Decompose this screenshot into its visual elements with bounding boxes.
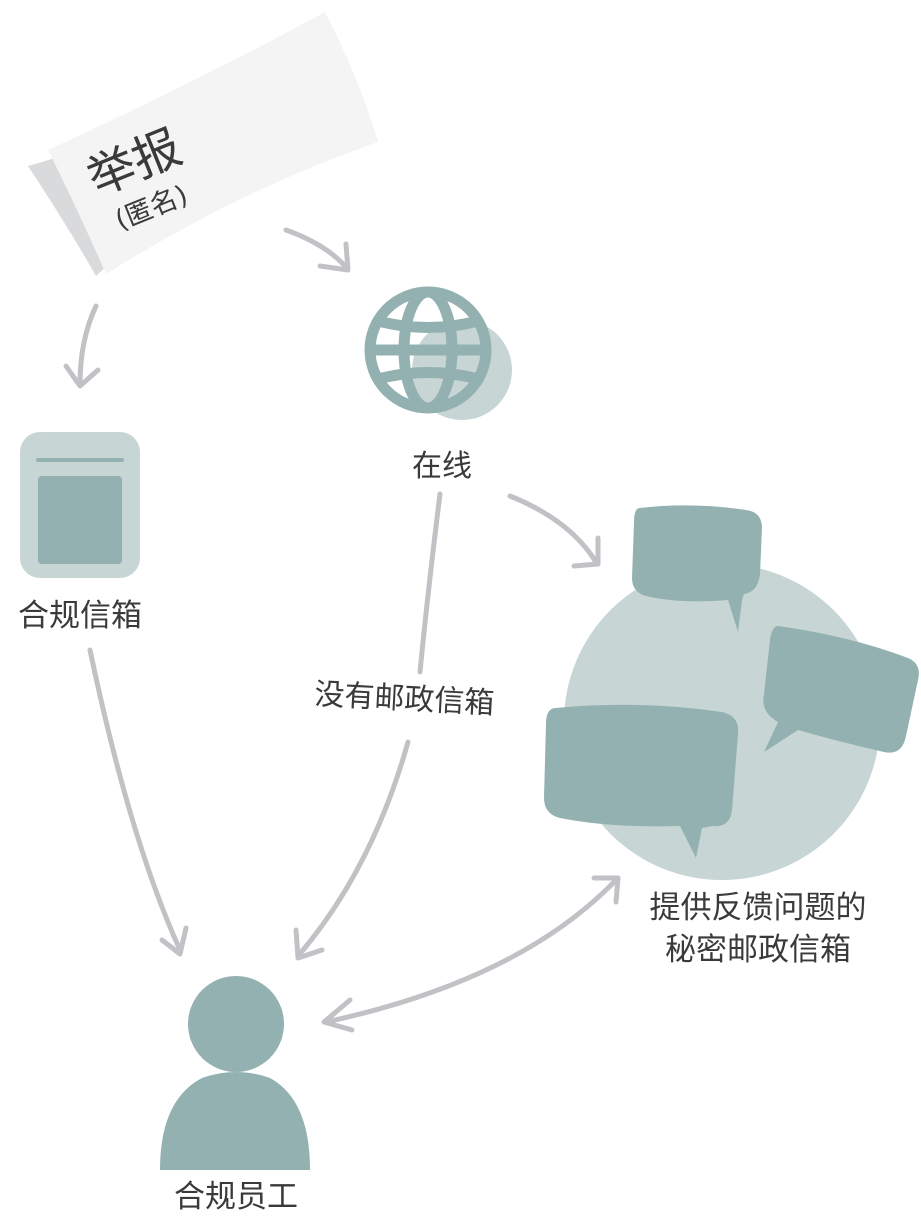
online-node: 在线 xyxy=(364,286,512,484)
arrow-secret-staff-bidirectional xyxy=(323,877,619,1025)
no-postal-label: 没有邮政信箱 xyxy=(314,677,496,721)
report-note-paper xyxy=(48,12,378,274)
arrowhead xyxy=(321,997,355,1033)
compliance-staff-node: 合规员工 xyxy=(160,976,310,1215)
globe-icon xyxy=(364,286,492,414)
arrow-report-to-mailbox xyxy=(77,303,99,387)
arrowhead xyxy=(63,363,101,389)
arrowhead xyxy=(317,241,351,273)
compliance-mailbox-node: 合规信箱 xyxy=(18,432,142,634)
arrow-online-to-secret xyxy=(507,493,599,565)
arrowhead xyxy=(571,535,601,569)
arrow-report-to-online xyxy=(283,227,348,269)
arrowhead xyxy=(159,925,189,957)
arrowhead xyxy=(293,927,325,961)
secret-mailbox-node: 提供反馈问题的 秘密邮政信箱 xyxy=(544,505,919,968)
compliance-mailbox-label: 合规信箱 xyxy=(18,598,142,634)
report-note: 举报 (匿名) xyxy=(28,12,378,276)
arrows xyxy=(63,227,621,1033)
speech-bubble-icon xyxy=(632,505,762,632)
secret-mailbox-label-line1: 提供反馈问题的 xyxy=(650,890,867,926)
arrow-online-to-staff-upper xyxy=(417,491,443,675)
speech-bubble-icon xyxy=(544,704,739,858)
arrow-mailbox-to-staff xyxy=(87,647,183,953)
secret-mailbox-label-line2: 秘密邮政信箱 xyxy=(665,932,851,968)
mailbox-door xyxy=(38,476,122,564)
arrowhead xyxy=(591,875,621,905)
speech-bubble-icon xyxy=(763,626,919,753)
arrow-online-to-staff-lower xyxy=(295,739,411,959)
person-icon xyxy=(160,976,310,1170)
online-label: 在线 xyxy=(412,449,472,484)
compliance-staff-label: 合规员工 xyxy=(174,1179,298,1215)
